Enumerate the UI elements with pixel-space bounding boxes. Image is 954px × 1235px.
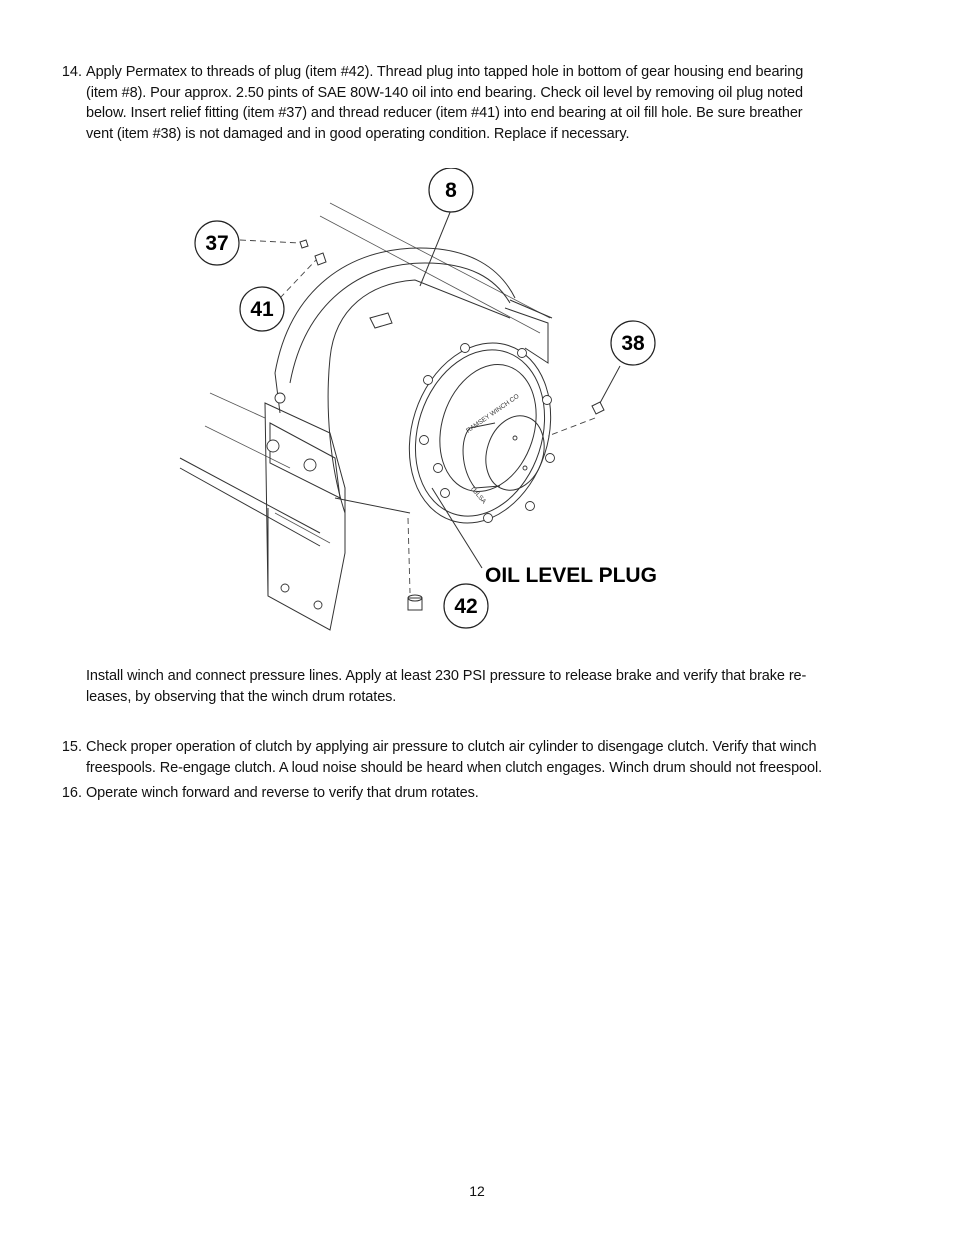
svg-text:42: 42 xyxy=(454,595,477,618)
svg-text:38: 38 xyxy=(621,332,645,355)
page-number: 12 xyxy=(469,1183,485,1199)
step-number: 14. xyxy=(61,64,82,80)
svg-text:41: 41 xyxy=(250,298,274,321)
callout-37: 37 xyxy=(194,220,240,266)
step-number: 16. xyxy=(61,785,82,801)
step-line: below. Insert relief fitting (item #37) … xyxy=(86,105,803,121)
step-line: Check proper operation of clutch by appl… xyxy=(86,739,817,755)
svg-text:37: 37 xyxy=(205,232,228,255)
note-line: Install winch and connect pressure lines… xyxy=(86,668,807,684)
callout-38: 38 xyxy=(610,320,656,366)
fittings xyxy=(299,239,605,611)
step-line: Apply Permatex to threads of plug (item … xyxy=(86,64,804,80)
install-note: Install winch and connect pressure lines… xyxy=(86,666,846,707)
callout-8: 8 xyxy=(428,168,474,213)
step-line: (item #8). Pour approx. 2.50 pints of SA… xyxy=(86,84,803,101)
leader-lines xyxy=(239,209,621,594)
frame-rails xyxy=(179,202,551,631)
step-number: 15. xyxy=(61,739,82,755)
step-text: Apply Permatex to threads of plug (item … xyxy=(86,62,803,144)
step-text: Check proper operation of clutch by appl… xyxy=(86,737,822,778)
step-text: Operate winch forward and reverse to ver… xyxy=(86,783,479,804)
callout-41: 41 xyxy=(239,286,285,332)
note-line: leases, by observing that the winch drum… xyxy=(86,688,397,705)
callout-42: 42 xyxy=(443,583,489,629)
winch-end-bearing-diagram: RAMSEY WINCH CO TULSA 8 37 41 38 42 xyxy=(179,168,657,631)
housing-stamp: RAMSEY WINCH CO xyxy=(465,393,520,435)
step-line: freespools. Re-engage clutch. A loud noi… xyxy=(86,759,823,776)
step-line: Operate winch forward and reverse to ver… xyxy=(86,785,479,801)
drum-flange xyxy=(274,247,553,414)
svg-text:8: 8 xyxy=(445,179,457,202)
oil-level-plug-label: OIL LEVEL PLUG xyxy=(485,564,657,587)
step-line: vent (item #38) is not damaged and in go… xyxy=(86,125,630,142)
